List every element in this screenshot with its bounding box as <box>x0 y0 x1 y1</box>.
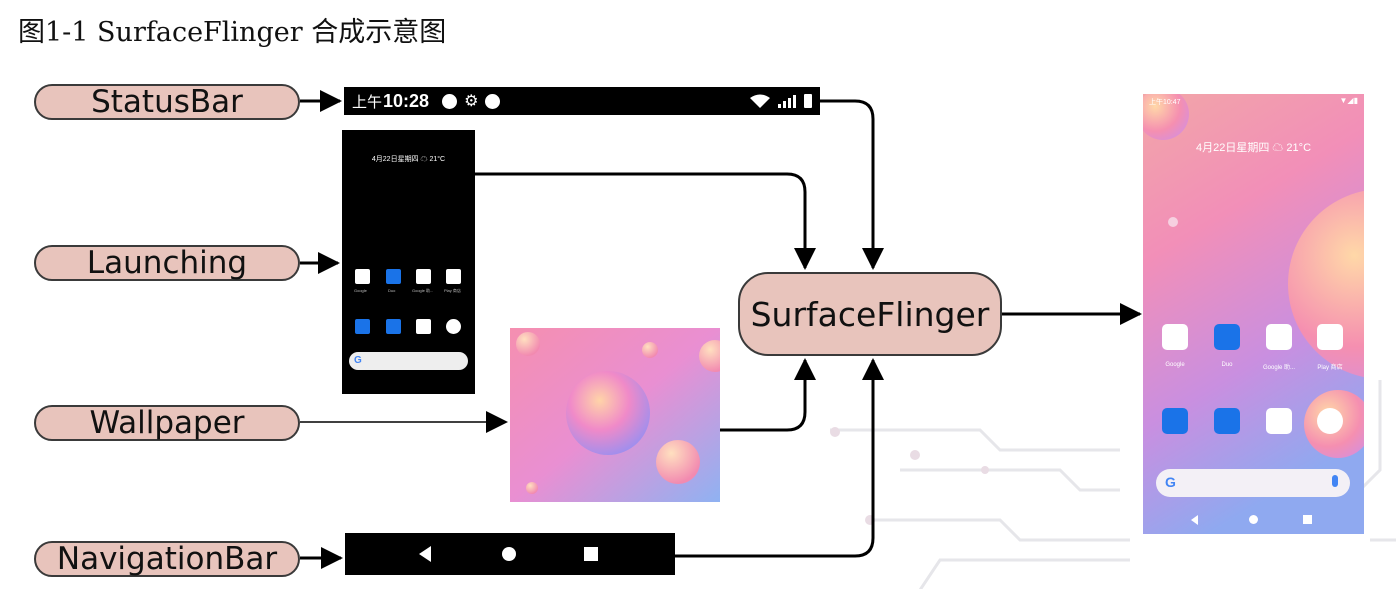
back-icon <box>419 546 431 562</box>
phone-search-bar: G <box>1156 469 1350 497</box>
composited-wallpaper <box>1143 94 1364 534</box>
phone-status-icons: ▼◢▮ <box>1339 96 1358 105</box>
surfaceflinger-node: SurfaceFlinger <box>738 272 1002 356</box>
launching-node: Launching <box>34 245 300 281</box>
launcher-search-bar: G <box>349 352 468 370</box>
app-label: Google 助... <box>412 288 434 293</box>
google-folder-icon <box>355 269 370 284</box>
gallery-icon <box>416 319 431 334</box>
launcher-date: 4月22日星期四 ☁ 21°C <box>371 156 446 163</box>
app-label: Play 商店 <box>1317 365 1343 371</box>
wallpaper-label: Wallpaper <box>89 405 245 441</box>
launching-label: Launching <box>86 245 248 281</box>
play-store-icon <box>446 269 461 284</box>
arrow-launcher-to-sf <box>475 172 816 270</box>
gallery-icon <box>1266 408 1292 434</box>
arrow-wallpaper-to-sf <box>720 358 816 432</box>
app-label: Google <box>354 288 367 293</box>
phone-status-time: 上午10:47 <box>1149 99 1181 106</box>
mic-icon <box>1332 475 1338 487</box>
wallpaper-layer <box>510 328 720 502</box>
gear-icon: ⚙ <box>464 93 479 110</box>
statusbar-time: 10:28 <box>383 90 430 111</box>
statusbar-node: StatusBar <box>34 84 300 120</box>
assistant-icon <box>1266 324 1292 350</box>
app-label: Google 助... <box>1262 365 1296 371</box>
app-label: Duo <box>1221 362 1233 368</box>
signal-icon <box>778 95 796 108</box>
navigationbar-node: NavigationBar <box>34 541 300 577</box>
app-label: Google <box>1165 362 1185 368</box>
statusbar-time-prefix: 上午 <box>352 93 383 111</box>
google-g-icon: G <box>354 355 362 366</box>
notification-icon-2 <box>485 93 501 109</box>
app-label: Duo <box>388 288 396 293</box>
notification-icon <box>442 93 458 109</box>
surfaceflinger-label: SurfaceFlinger <box>750 294 990 334</box>
arrow-statusbar-to-sf <box>820 99 884 270</box>
figure-caption: 图1-1 SurfaceFlinger 合成示意图 <box>18 17 447 48</box>
wifi-icon <box>750 94 770 108</box>
messages-icon <box>1214 408 1240 434</box>
composited-screen: 上午10:47 ▼◢▮ 4月22日星期四 ☁ 21°C Google Duo G… <box>1143 94 1364 534</box>
play-store-icon <box>1317 324 1343 350</box>
duo-icon <box>1214 324 1240 350</box>
assistant-icon <box>416 269 431 284</box>
statusbar-label: StatusBar <box>91 84 243 120</box>
recents-icon <box>1303 515 1312 524</box>
chrome-icon <box>1317 408 1343 434</box>
home-icon <box>502 547 516 561</box>
app-label: Play 商店 <box>444 288 461 293</box>
navigationbar-layer <box>345 533 675 575</box>
recents-icon <box>584 547 598 561</box>
launcher-layer: 4月22日星期四 ☁ 21°C Google Duo Google 助... P… <box>342 130 475 394</box>
navigationbar-label: NavigationBar <box>56 541 278 577</box>
home-icon <box>1249 515 1258 524</box>
phone-icon <box>355 319 370 334</box>
phone-icon <box>1162 408 1188 434</box>
google-g-icon: G <box>1165 474 1176 490</box>
google-folder-icon <box>1162 324 1188 350</box>
chrome-icon <box>446 319 461 334</box>
statusbar-layer: 上午 10:28 ⚙ <box>344 87 820 115</box>
battery-icon <box>804 94 812 108</box>
arrow-navbar-to-sf <box>675 358 884 558</box>
duo-icon <box>386 269 401 284</box>
back-icon <box>1191 515 1198 525</box>
messages-icon <box>386 319 401 334</box>
phone-date-weather: 4月22日星期四 ☁ 21°C <box>1195 142 1312 154</box>
wallpaper-node: Wallpaper <box>34 405 300 441</box>
